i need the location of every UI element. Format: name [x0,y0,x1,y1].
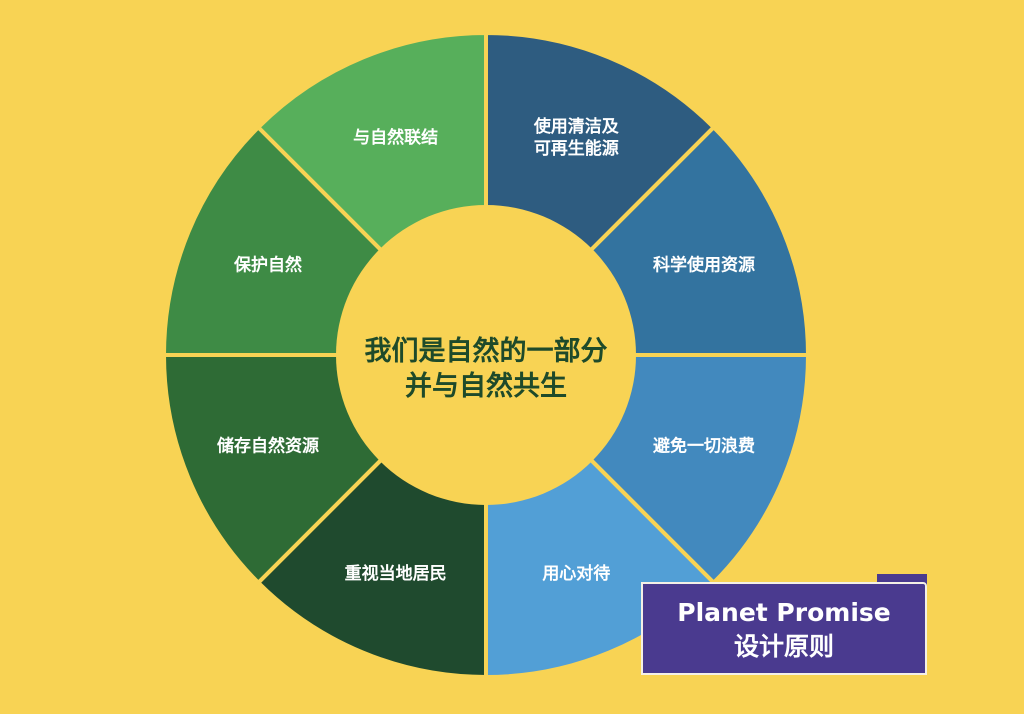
segment-label: 使用清洁及 [533,116,620,137]
center-text-line2: 并与自然共生 [405,370,567,402]
planet-promise-badge: Planet Promise 设计原则 [641,582,927,675]
segment-label: 重视当地居民 [345,563,447,584]
segment-label: 科学使用资源 [653,255,755,276]
segment-label: 保护自然 [233,255,302,276]
center-circle [336,205,636,505]
segment-label: 储存自然资源 [217,435,319,456]
badge-subtitle: 设计原则 [733,632,834,661]
segment-label: 可再生能源 [534,138,619,159]
center-text-line1: 我们是自然的一部分 [365,335,608,367]
segment-label: 避免一切浪费 [653,435,755,456]
badge-title: Planet Promise [677,598,891,627]
segment-label: 与自然联结 [353,127,438,148]
segment-label: 用心对待 [542,563,610,584]
